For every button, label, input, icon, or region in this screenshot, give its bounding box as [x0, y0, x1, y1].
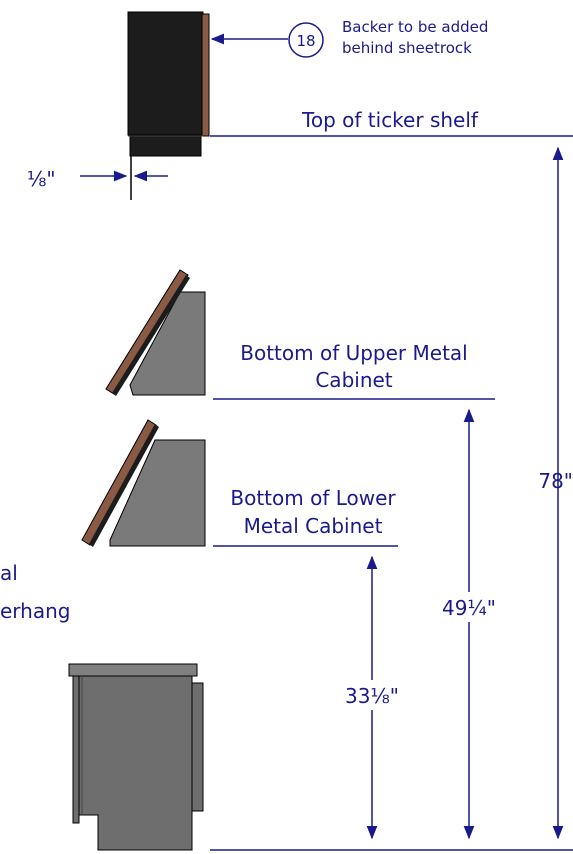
lower-cabinet-height-label: 33⅛" — [345, 684, 399, 708]
upper-cabinet-label-line2: Cabinet — [315, 368, 392, 392]
total-height-dimension: 78" — [538, 146, 573, 840]
gap-label: ⅛" — [27, 167, 56, 191]
backer-board — [201, 13, 210, 137]
upper-cabinet-height-dimension: 49¼" — [442, 408, 496, 840]
upper-cabinet-reference: Bottom of Upper Metal Cabinet — [213, 341, 495, 400]
ticker-shelf-cabinet — [127, 11, 210, 200]
total-height-label: 78" — [538, 469, 573, 493]
left-cut-label-line1: al — [0, 561, 18, 585]
callout-text-line2: behind sheetrock — [342, 39, 472, 57]
lower-cabinet-height-dimension: 33⅛" — [345, 555, 399, 840]
gap-dimension: ⅛" — [27, 167, 168, 191]
upper-metal-cabinet — [105, 269, 206, 396]
lower-cabinet-reference: Bottom of Lower Metal Cabinet — [213, 486, 398, 547]
callout-number: 18 — [296, 32, 315, 50]
lower-cabinet-label-line2: Metal Cabinet — [244, 514, 383, 538]
callout-text-line1: Backer to be added — [342, 18, 488, 36]
callout-backer: 18 Backer to be added behind sheetrock — [210, 18, 488, 58]
top-shelf-label: Top of ticker shelf — [301, 108, 479, 132]
top-shelf-reference: Top of ticker shelf — [210, 108, 573, 137]
lower-cabinet-label-line1: Bottom of Lower — [230, 486, 396, 510]
upper-cabinet-height-label: 49¼" — [442, 596, 496, 620]
left-cut-label-line2: erhang — [0, 599, 70, 623]
lower-metal-cabinet — [81, 419, 206, 547]
callout-circle — [288, 22, 324, 58]
base-cabinet — [68, 663, 204, 851]
upper-cabinet-label-line1: Bottom of Upper Metal — [240, 341, 467, 365]
